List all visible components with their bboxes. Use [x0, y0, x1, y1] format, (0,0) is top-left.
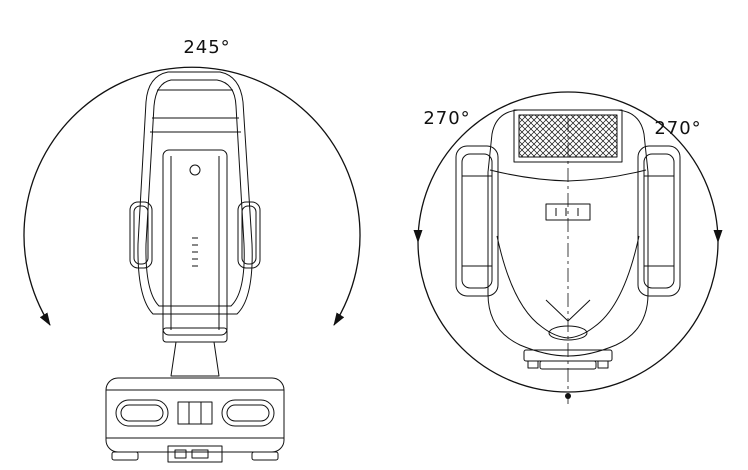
yoke-arm-left-inner	[461, 153, 493, 289]
yoke-arm-left-seams	[462, 175, 492, 267]
base-handle-right	[221, 399, 275, 427]
yoke-side-pods	[129, 201, 261, 269]
fixture-base-side	[105, 377, 285, 463]
pan-range-arc-top	[413, 91, 723, 243]
fixture-head-side	[137, 71, 253, 315]
yoke-pod-right	[237, 201, 261, 269]
base-connector-port-a	[174, 449, 187, 459]
tilt-range-arc	[23, 66, 361, 326]
yoke-arm	[162, 149, 228, 343]
bottom-foot-left	[527, 360, 539, 369]
yoke-arm-right-inner	[643, 153, 675, 289]
base-center-panel	[177, 401, 213, 425]
yoke-pod-left-inner	[133, 205, 149, 265]
base-foot-left	[111, 451, 139, 461]
yoke-pod-right-inner	[241, 205, 257, 265]
head-inner-contour	[145, 79, 245, 307]
tilt-diagram: 245°	[23, 37, 361, 463]
pan-diagram: 270° 270°	[413, 91, 723, 404]
yoke-arm-left	[455, 145, 499, 297]
yoke-arm-outline	[162, 149, 228, 336]
tilt-pivot	[189, 164, 201, 176]
pan-angle-label-left: 270°	[423, 108, 470, 129]
base-outline	[105, 377, 285, 453]
neck-connector	[170, 341, 220, 377]
base-connector-module	[167, 445, 223, 463]
yoke-arm-right	[637, 145, 681, 297]
arm-logo-marks	[192, 237, 198, 267]
base-connector-port-b	[191, 449, 209, 459]
pan-range-arc-bottom	[417, 241, 719, 393]
yoke-arms-top	[455, 145, 681, 297]
base-handle-right-slot	[226, 404, 270, 422]
yoke-pod-left	[129, 201, 153, 269]
base-handle-left-slot	[120, 404, 164, 422]
pan-angle-label-right: 270°	[654, 118, 701, 139]
tilt-angle-label: 245°	[183, 37, 230, 58]
base-handle-left	[115, 399, 169, 427]
bottom-foot-right	[597, 360, 609, 369]
pan-pivot-dot	[565, 393, 571, 399]
base-foot-right	[251, 451, 279, 461]
display-marks	[555, 208, 579, 216]
base-center-panel-lines	[188, 402, 202, 424]
head-outline	[137, 71, 253, 315]
yoke-arm-right-seams	[644, 175, 674, 267]
